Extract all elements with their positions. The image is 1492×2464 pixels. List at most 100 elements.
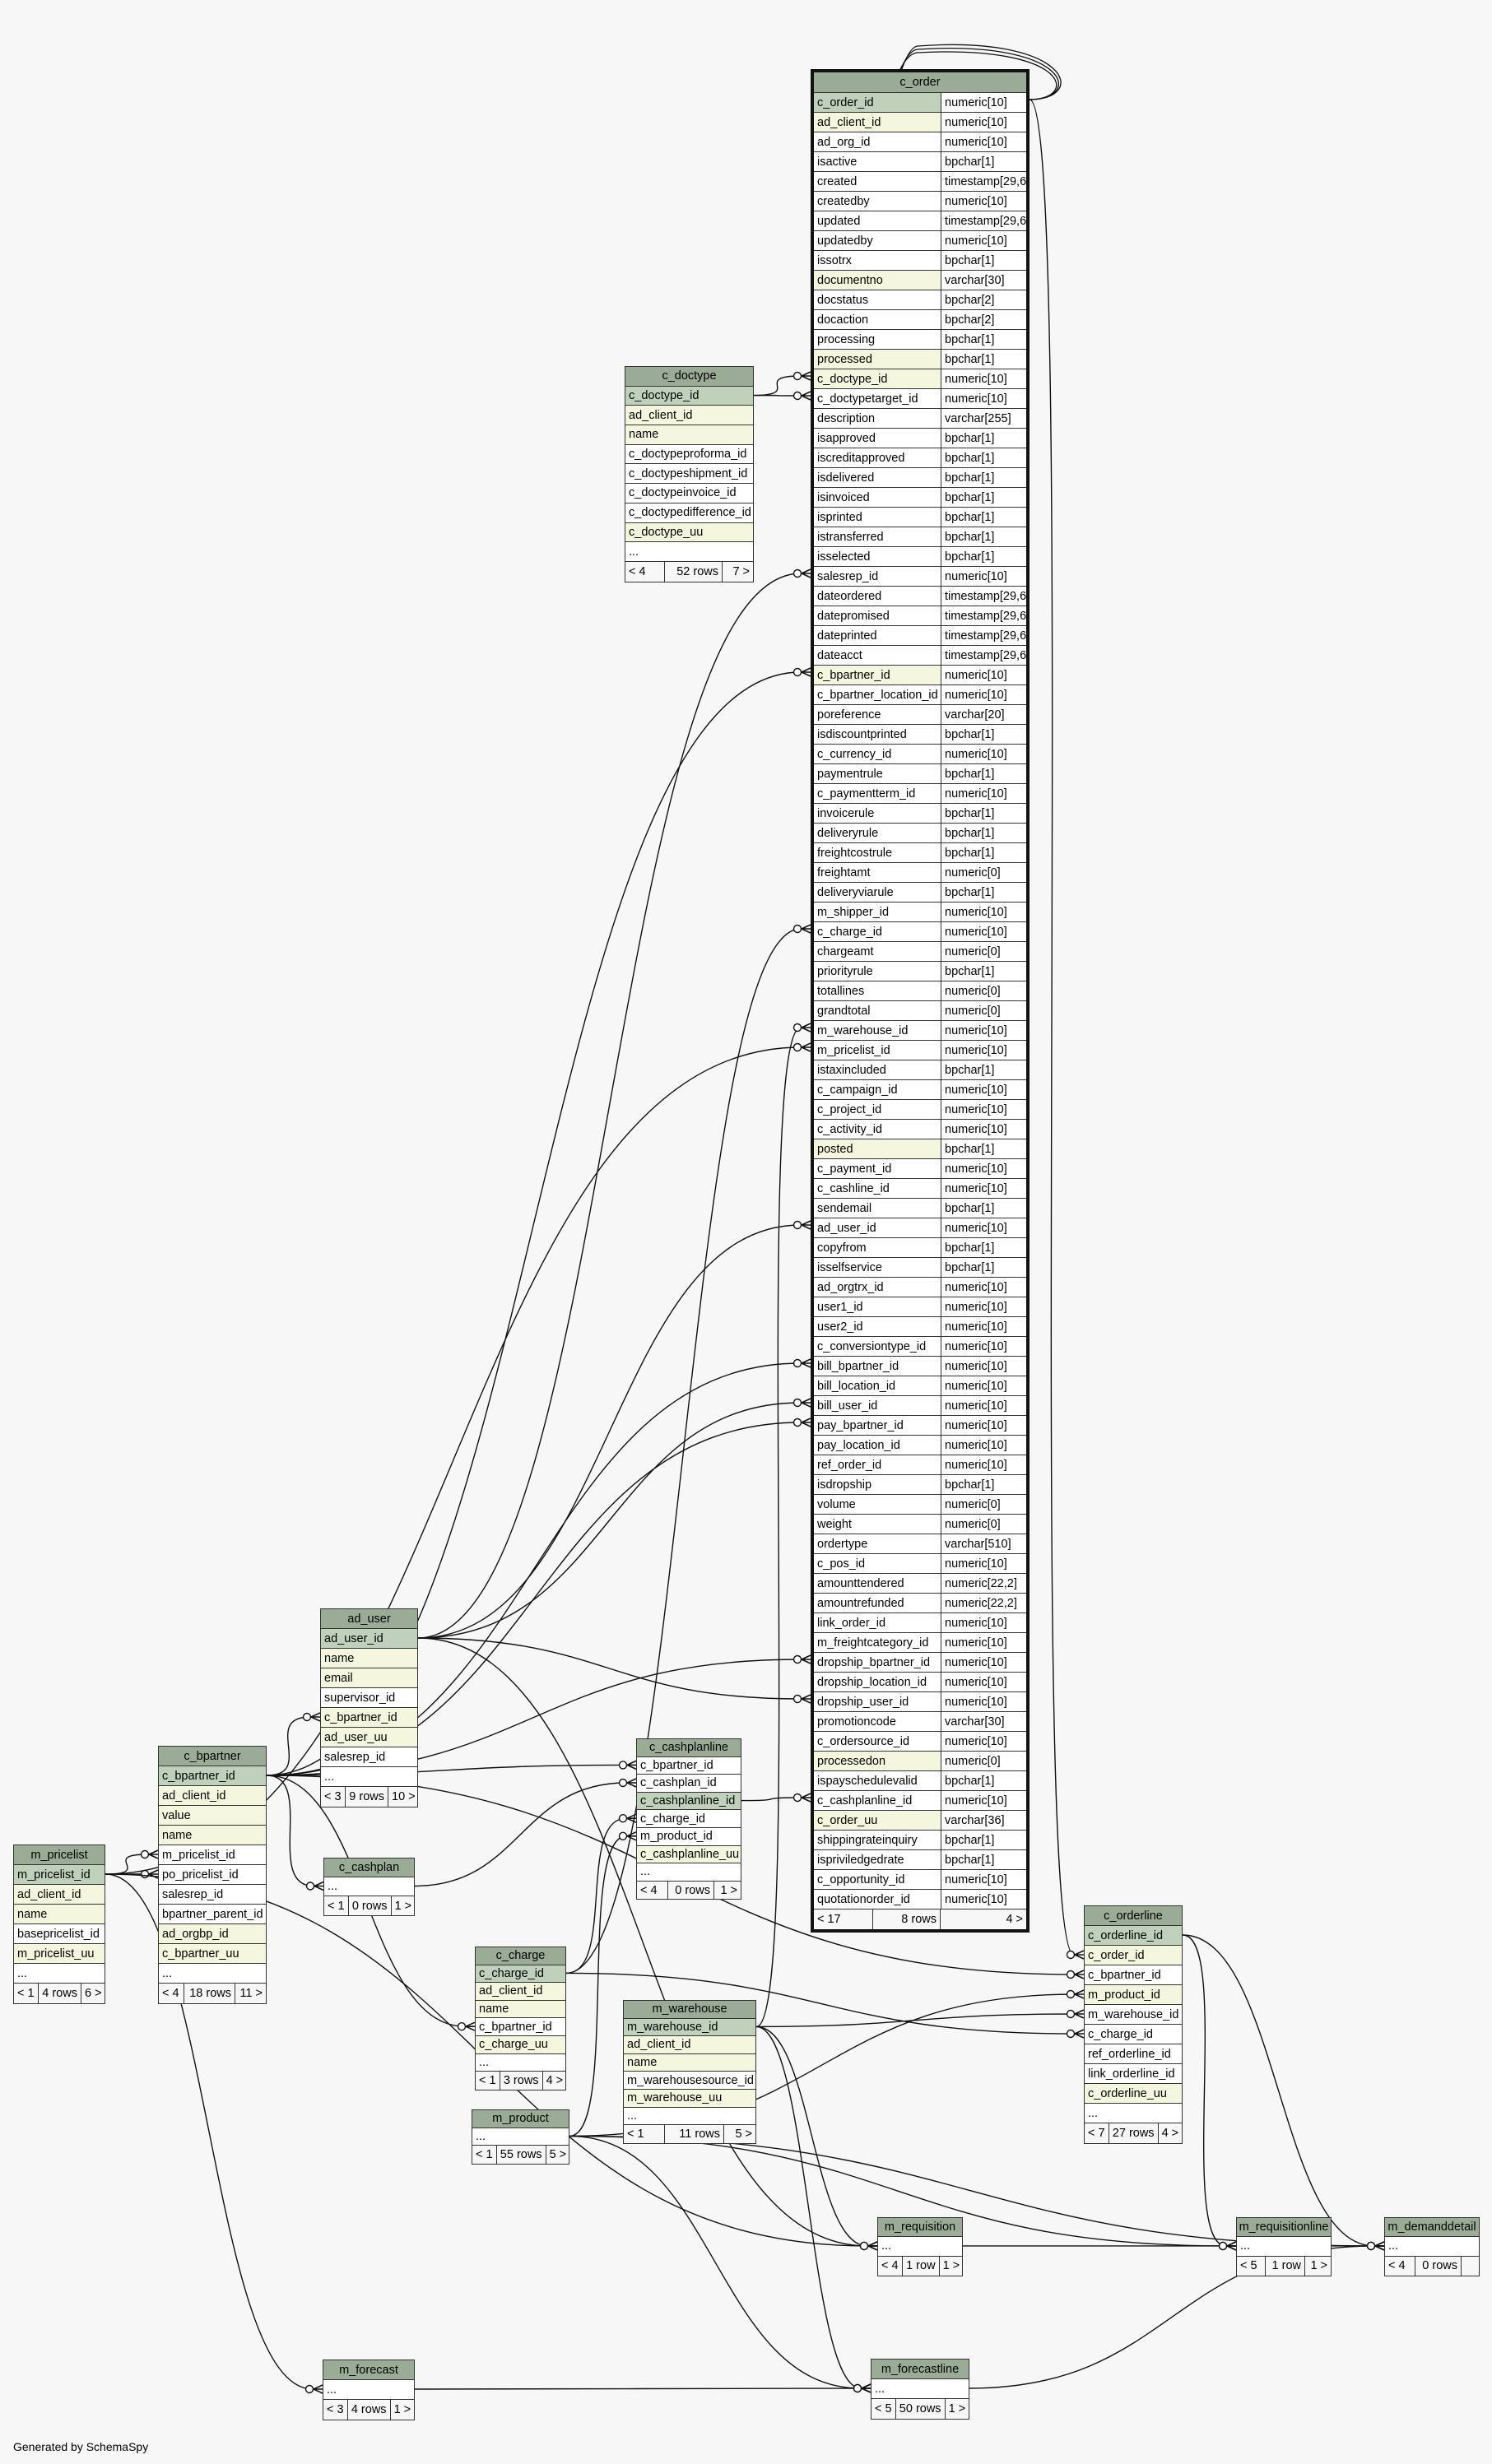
- table-header[interactable]: m_requisition: [878, 2218, 962, 2238]
- column-row[interactable]: ad_client_id: [476, 1983, 565, 2001]
- table-header[interactable]: c_doctype: [625, 367, 753, 387]
- column-row[interactable]: ...: [14, 1964, 105, 1984]
- column-row[interactable]: c_bpartner_uu: [159, 1944, 266, 1964]
- column-row[interactable]: c_bpartner_id: [1085, 1965, 1182, 1985]
- column-row[interactable]: c_doctype_uu: [625, 522, 753, 543]
- column-row[interactable]: ad_client_id: [624, 2036, 755, 2054]
- table-header[interactable]: m_forecast: [323, 2360, 414, 2380]
- parent-count-link[interactable]: < 4: [878, 2256, 903, 2276]
- parent-count-link[interactable]: < 17: [814, 1909, 873, 1929]
- column-row[interactable]: c_bpartner_id: [637, 1757, 741, 1775]
- column-row[interactable]: m_pricelist_id: [159, 1845, 266, 1865]
- parent-count-link[interactable]: < 5: [1237, 2256, 1266, 2276]
- parent-count-link[interactable]: < 1: [14, 1984, 39, 2003]
- child-count-link[interactable]: 1 >: [393, 2403, 411, 2416]
- column-row[interactable]: name: [624, 2053, 755, 2072]
- parent-count-link[interactable]: < 3: [323, 2400, 348, 2420]
- column-row[interactable]: m_pricelist_id: [14, 1865, 105, 1885]
- column-row[interactable]: basepricelist_id: [14, 1924, 105, 1944]
- column-row[interactable]: m_warehousesource_id: [624, 2072, 755, 2090]
- column-row[interactable]: ad_user_uu: [321, 1728, 417, 1747]
- column-row[interactable]: c_charge_id: [637, 1810, 741, 1828]
- parent-count-link[interactable]: < 3: [321, 1787, 346, 1807]
- table-header[interactable]: m_forecastline: [871, 2360, 969, 2379]
- parent-count-link[interactable]: < 4: [637, 1881, 668, 1900]
- table-header[interactable]: m_demanddetail: [1385, 2218, 1479, 2238]
- column-row[interactable]: ad_orgbp_id: [159, 1924, 266, 1944]
- column-row[interactable]: ...: [472, 2128, 569, 2146]
- column-row[interactable]: ...: [871, 2379, 969, 2399]
- column-row[interactable]: po_pricelist_id: [159, 1865, 266, 1885]
- column-row[interactable]: ...: [625, 542, 753, 562]
- child-count-link[interactable]: 7 >: [732, 564, 750, 578]
- column-row[interactable]: m_product_id: [1085, 1985, 1182, 2005]
- column-row[interactable]: salesrep_id: [159, 1885, 266, 1905]
- column-row[interactable]: ...: [1085, 2104, 1182, 2123]
- parent-count-link[interactable]: < 4: [625, 561, 665, 582]
- child-count-link[interactable]: 4 >: [546, 2073, 564, 2087]
- column-row[interactable]: email: [321, 1668, 417, 1688]
- column-row[interactable]: c_cashplanline_uu: [637, 1845, 741, 1864]
- column-row[interactable]: c_cashplan_id: [637, 1775, 741, 1793]
- column-row[interactable]: ad_client_id: [625, 406, 753, 426]
- table-header[interactable]: m_product: [472, 2110, 569, 2128]
- column-row[interactable]: m_pricelist_uu: [14, 1944, 105, 1964]
- column-row[interactable]: bpartner_parent_id: [159, 1905, 266, 1924]
- column-row[interactable]: c_doctypedifference_id: [625, 503, 753, 523]
- column-row[interactable]: c_doctypeinvoice_id: [625, 484, 753, 503]
- parent-count-link[interactable]: < 1: [476, 2072, 500, 2090]
- column-row[interactable]: ad_user_id: [321, 1629, 417, 1649]
